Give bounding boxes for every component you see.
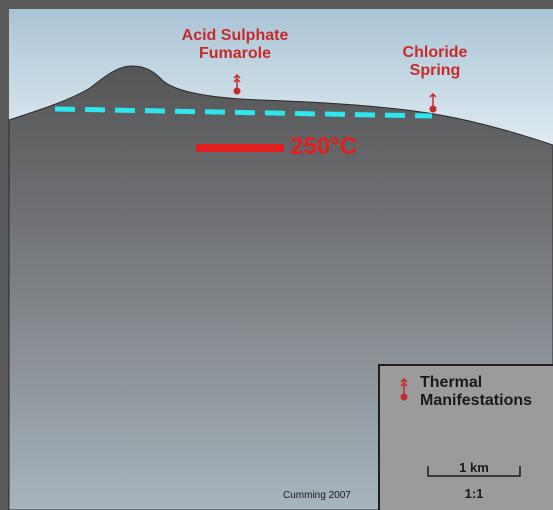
spring-label: Chloride Spring xyxy=(380,44,490,79)
thermal-marker-icon xyxy=(400,377,408,401)
spring-label-line2: Spring xyxy=(409,61,461,79)
spring-label-line1: Chloride xyxy=(402,44,468,61)
water-table-line xyxy=(54,106,433,119)
fumarole-marker-icon xyxy=(233,73,241,95)
scale-label: 1 km xyxy=(459,460,489,475)
scale-bar xyxy=(427,466,521,477)
fumarole-label: Acid Sulphate Fumarole xyxy=(160,27,310,62)
scale-ratio: 1:1 xyxy=(464,486,484,501)
fumarole-label-line1: Acid Sulphate xyxy=(181,27,289,44)
legend-box: Thermal Manifestations 1 km 1:1 xyxy=(378,364,553,510)
legend-title-line1: Thermal xyxy=(420,374,483,391)
fumarole-label-line2: Fumarole xyxy=(198,44,271,62)
credit-text: Cumming 2007 xyxy=(283,490,351,501)
spring-marker-icon xyxy=(429,92,437,113)
legend-title: Thermal Manifestations xyxy=(420,374,532,411)
isotherm-label: 250°C xyxy=(290,133,357,160)
legend-title-line2: Manifestations xyxy=(420,392,533,410)
